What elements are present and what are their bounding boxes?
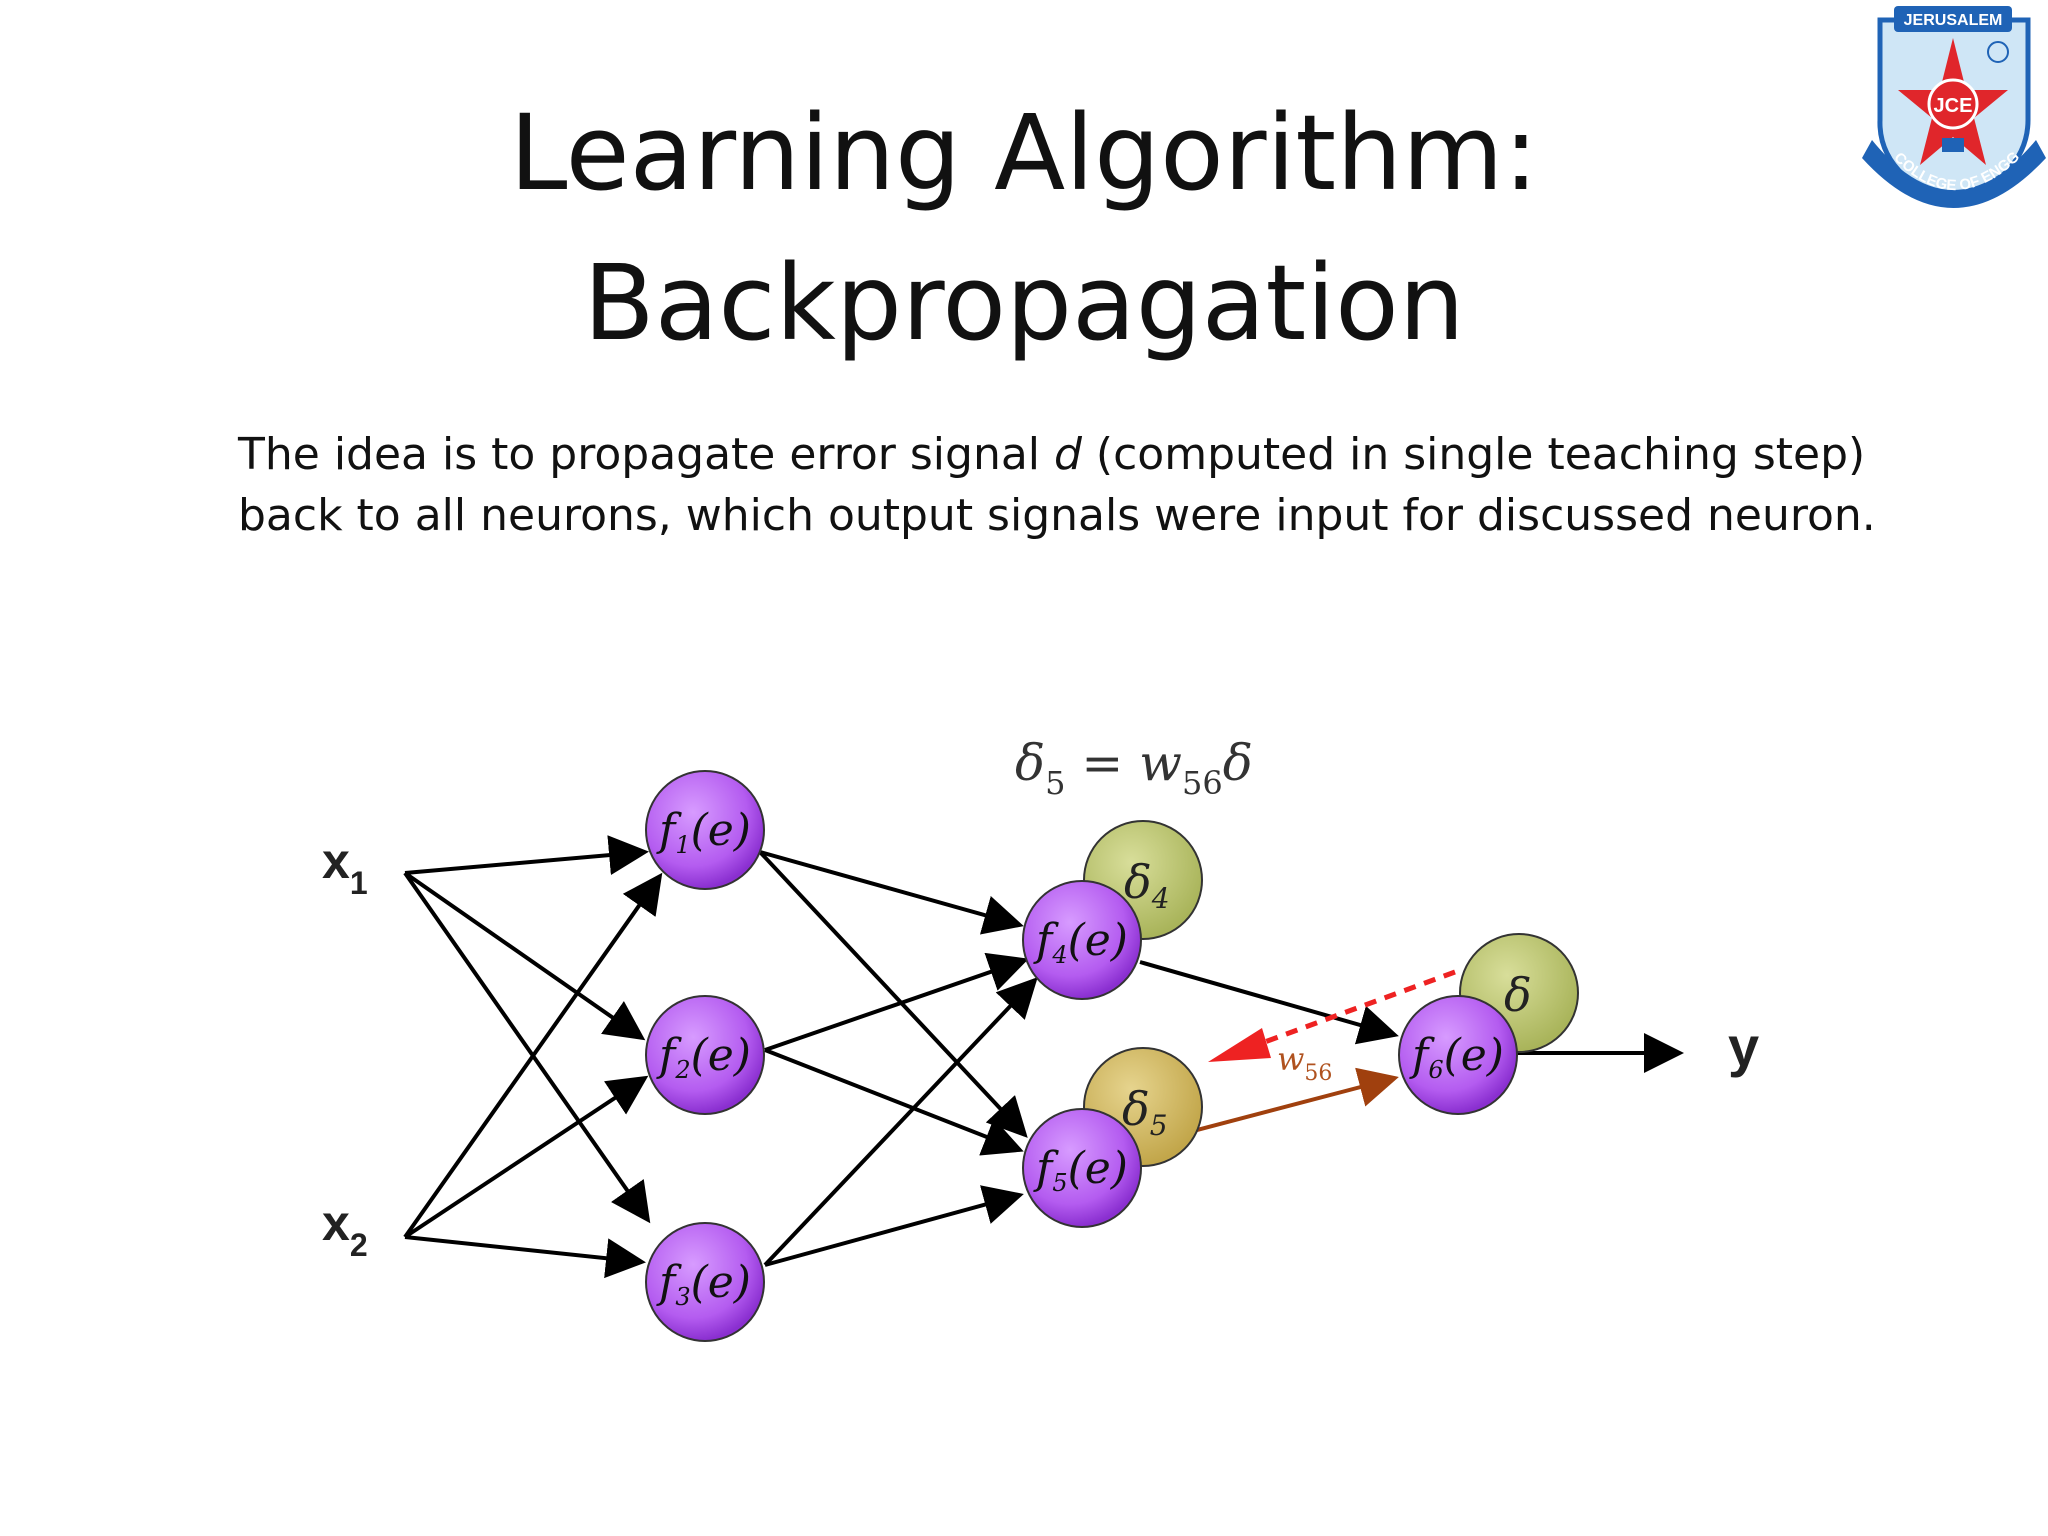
body-text-part-2: (computed in single teaching step) back …: [238, 429, 1876, 541]
logo-top-banner: [1894, 6, 2012, 32]
delta5-formula: δ5 = w56δ: [1015, 734, 1253, 802]
input-x2-label: x2: [322, 1195, 368, 1263]
edge-f3-f5: [764, 1185, 1024, 1267]
svg-text:f1(e): f1(e): [656, 805, 751, 859]
edge-f4-f6: [1139, 960, 1399, 1045]
neuron-f5: f5(e): [1022, 1108, 1142, 1228]
error-backprop-arrowhead: [1208, 1028, 1271, 1062]
logo-top-text: JERUSALEM: [1904, 12, 2003, 29]
output-y-label: y: [1728, 1015, 1759, 1078]
weight-label: w56: [1277, 1040, 1332, 1086]
body-text-part-1: The idea is to propagate error signal: [238, 429, 1054, 480]
edge-f2-f4: [764, 952, 1029, 1052]
neuron-f4: f4(e): [1022, 880, 1142, 1000]
neuron-f6: f6(e): [1398, 995, 1518, 1115]
svg-text:f2(e): f2(e): [656, 1030, 751, 1084]
neuron-f3: f3(e): [645, 1222, 765, 1342]
logo-center-text: JCE: [1934, 95, 1973, 117]
edge-x1-f2: [403, 871, 646, 1041]
edge-x2-f3: [404, 1235, 646, 1279]
svg-text:f3(e): f3(e): [656, 1257, 751, 1311]
formula-w: w: [1139, 734, 1182, 792]
edge-x2-f2: [403, 1075, 649, 1239]
college-logo: JERUSALEM JCE COLLEGE OF ENGG: [1862, 6, 2046, 208]
edge-x2-f1: [403, 872, 663, 1239]
edge-f1-f5: [758, 850, 1028, 1138]
neuron-f1: f1(e): [645, 770, 765, 890]
svg-text:f4(e): f4(e): [1033, 915, 1128, 969]
logo-atom-icon: [1987, 41, 2009, 63]
input-x1-label: x1: [322, 833, 368, 901]
weight-w: w: [1277, 1040, 1304, 1078]
formula-equals: =: [1065, 734, 1139, 792]
logo-center-circle: [1927, 78, 1979, 130]
formula-delta-2: δ: [1223, 734, 1253, 792]
edge-f3-f4: [763, 977, 1038, 1267]
slide-title: Learning Algorithm: Backpropagation: [0, 78, 2048, 378]
svg-text:f5(e): f5(e): [1033, 1143, 1128, 1197]
body-paragraph: The idea is to propagate error signal d …: [238, 424, 1878, 546]
logo-ribbon: [1862, 140, 2046, 208]
formula-sub56: 56: [1182, 764, 1223, 802]
edge-x1-f1: [404, 835, 649, 876]
error-signal-symbol: d: [1054, 429, 1082, 480]
edge-x1-f3: [403, 871, 651, 1224]
edge-f2-f5: [764, 1048, 1024, 1156]
svg-text:δ5: δ5: [1122, 1082, 1168, 1142]
logo-computer-icon: [1942, 138, 1964, 152]
neuron-f2: f2(e): [645, 995, 765, 1115]
title-line-2: Backpropagation: [583, 242, 1465, 364]
error-backprop-line: [1261, 969, 1456, 1046]
formula-sub5: 5: [1045, 764, 1065, 802]
svg-text:f6(e): f6(e): [1409, 1030, 1504, 1084]
svg-text:δ: δ: [1504, 968, 1532, 1022]
title-line-1: Learning Algorithm:: [509, 92, 1539, 214]
edge-f1-f4: [759, 850, 1024, 935]
formula-delta: δ: [1015, 734, 1045, 792]
connections: [403, 835, 1684, 1279]
svg-text:δ4: δ4: [1124, 855, 1170, 915]
weight-sub: 56: [1304, 1061, 1332, 1086]
